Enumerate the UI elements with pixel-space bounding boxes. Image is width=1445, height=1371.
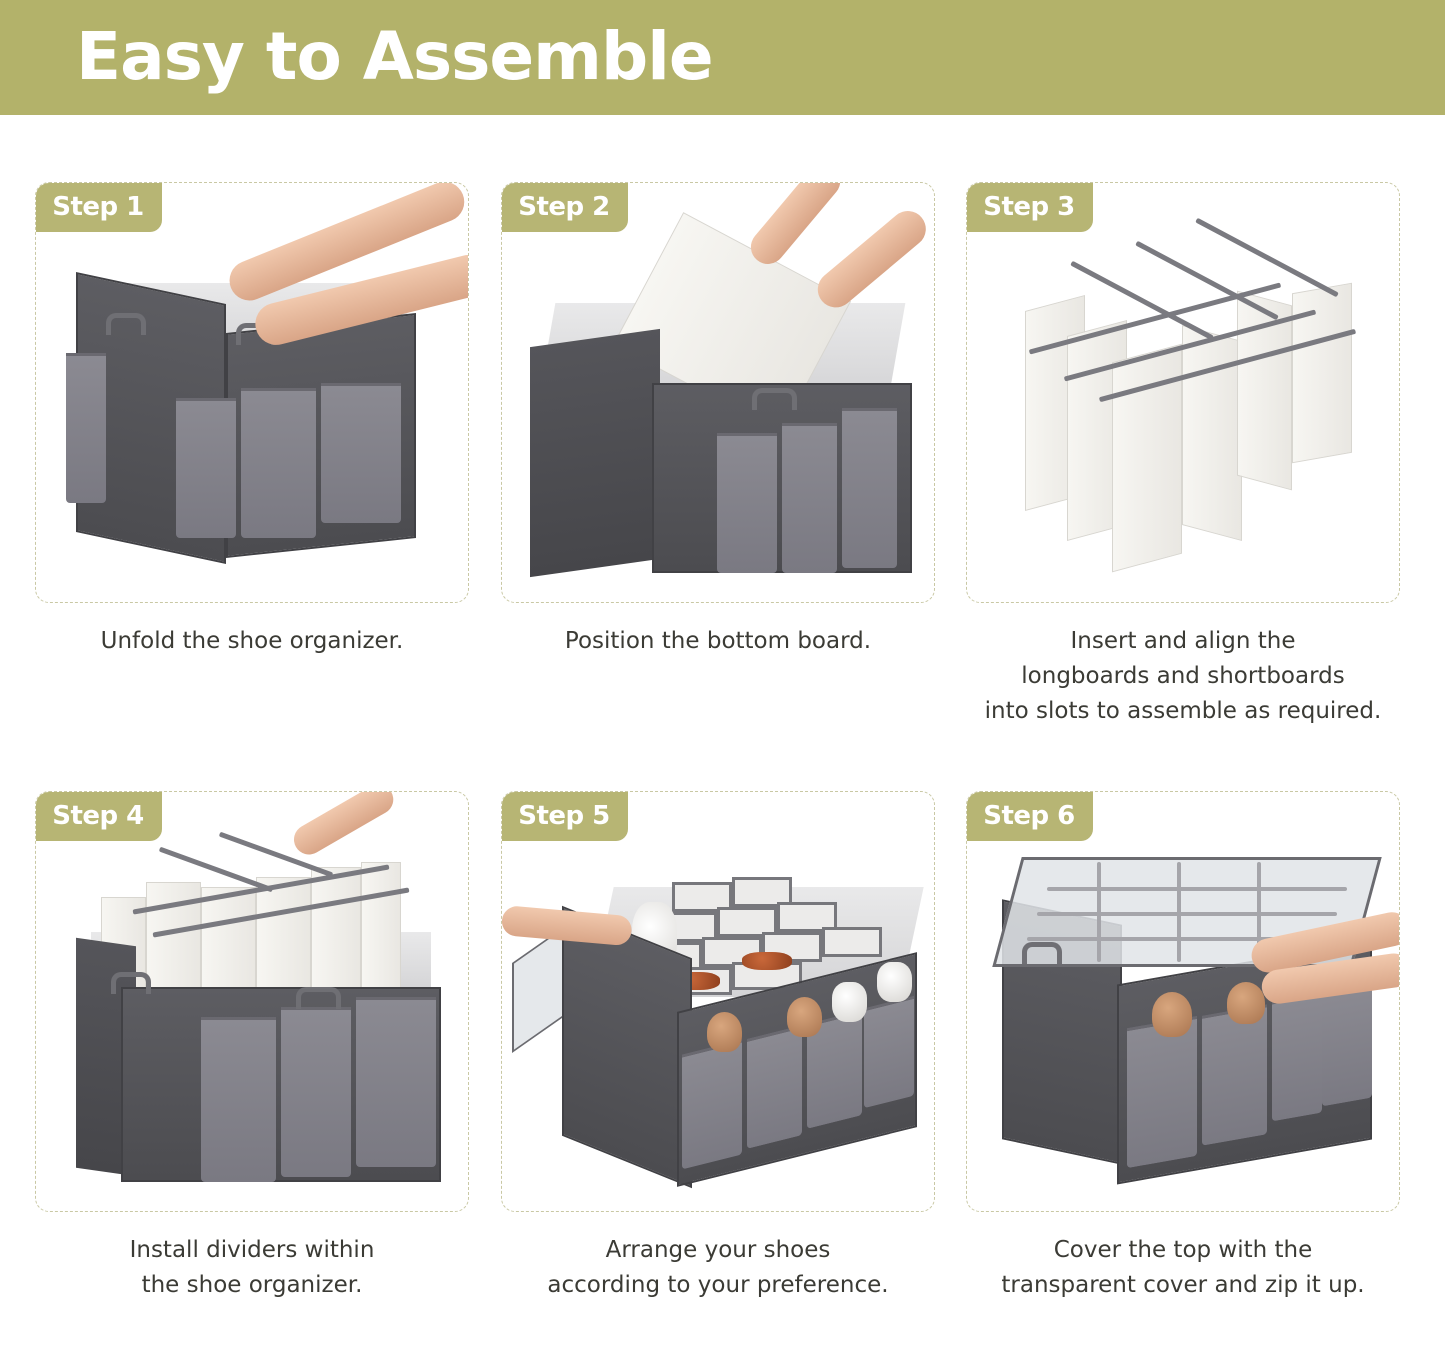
caption-line: Cover the top with the — [1053, 1237, 1313, 1263]
caption-line: Insert and align the — [1070, 628, 1296, 654]
step-1-tag: Step 1 — [36, 183, 162, 232]
step-card-5: Step 5 — [501, 791, 935, 1212]
arm — [743, 183, 848, 271]
header-banner: Easy to Assemble — [0, 0, 1445, 115]
shortboard — [1292, 282, 1352, 464]
arm — [288, 792, 399, 860]
step-6-tag: Step 6 — [967, 792, 1093, 841]
step-2-illustration — [502, 183, 934, 602]
step-4-tag: Step 4 — [36, 792, 162, 841]
step-3-tag: Step 3 — [967, 183, 1093, 232]
step-6-illustration — [967, 792, 1399, 1211]
step-3-caption: Insert and align the longboards and shor… — [966, 624, 1400, 729]
caption-line: Position the bottom board. — [564, 628, 872, 654]
caption-line: transparent cover and zip it up. — [1001, 1272, 1365, 1298]
arm — [810, 203, 934, 315]
step-5-illustration — [502, 792, 934, 1211]
step-card-1: Step 1 — [35, 182, 469, 603]
step-card-3: Step 3 — [966, 182, 1400, 603]
step-2-tag: Step 2 — [502, 183, 628, 232]
caption-line: Install dividers within — [129, 1237, 375, 1263]
caption-line: the shoe organizer. — [141, 1272, 363, 1298]
step-1-illustration — [36, 183, 468, 602]
page-title: Easy to Assemble — [76, 18, 714, 95]
caption-line: Unfold the shoe organizer. — [100, 628, 404, 654]
step-card-2: Step 2 — [501, 182, 935, 603]
step-5-tag: Step 5 — [502, 792, 628, 841]
caption-line: Arrange your shoes — [605, 1237, 831, 1263]
step-3-illustration — [967, 183, 1399, 602]
step-2-caption: Position the bottom board. — [501, 624, 935, 659]
step-1-caption: Unfold the shoe organizer. — [35, 624, 469, 659]
step-6-caption: Cover the top with the transparent cover… — [966, 1233, 1400, 1303]
step-card-6: Step 6 — [966, 791, 1400, 1212]
step-card-4: Step 4 — [35, 791, 469, 1212]
step-5-caption: Arrange your shoes according to your pre… — [501, 1233, 935, 1303]
step-4-illustration — [36, 792, 468, 1211]
caption-line: into slots to assemble as required. — [984, 698, 1382, 724]
step-4-caption: Install dividers within the shoe organiz… — [35, 1233, 469, 1303]
caption-line: according to your preference. — [547, 1272, 889, 1298]
caption-line: longboards and shortboards — [1021, 663, 1345, 689]
